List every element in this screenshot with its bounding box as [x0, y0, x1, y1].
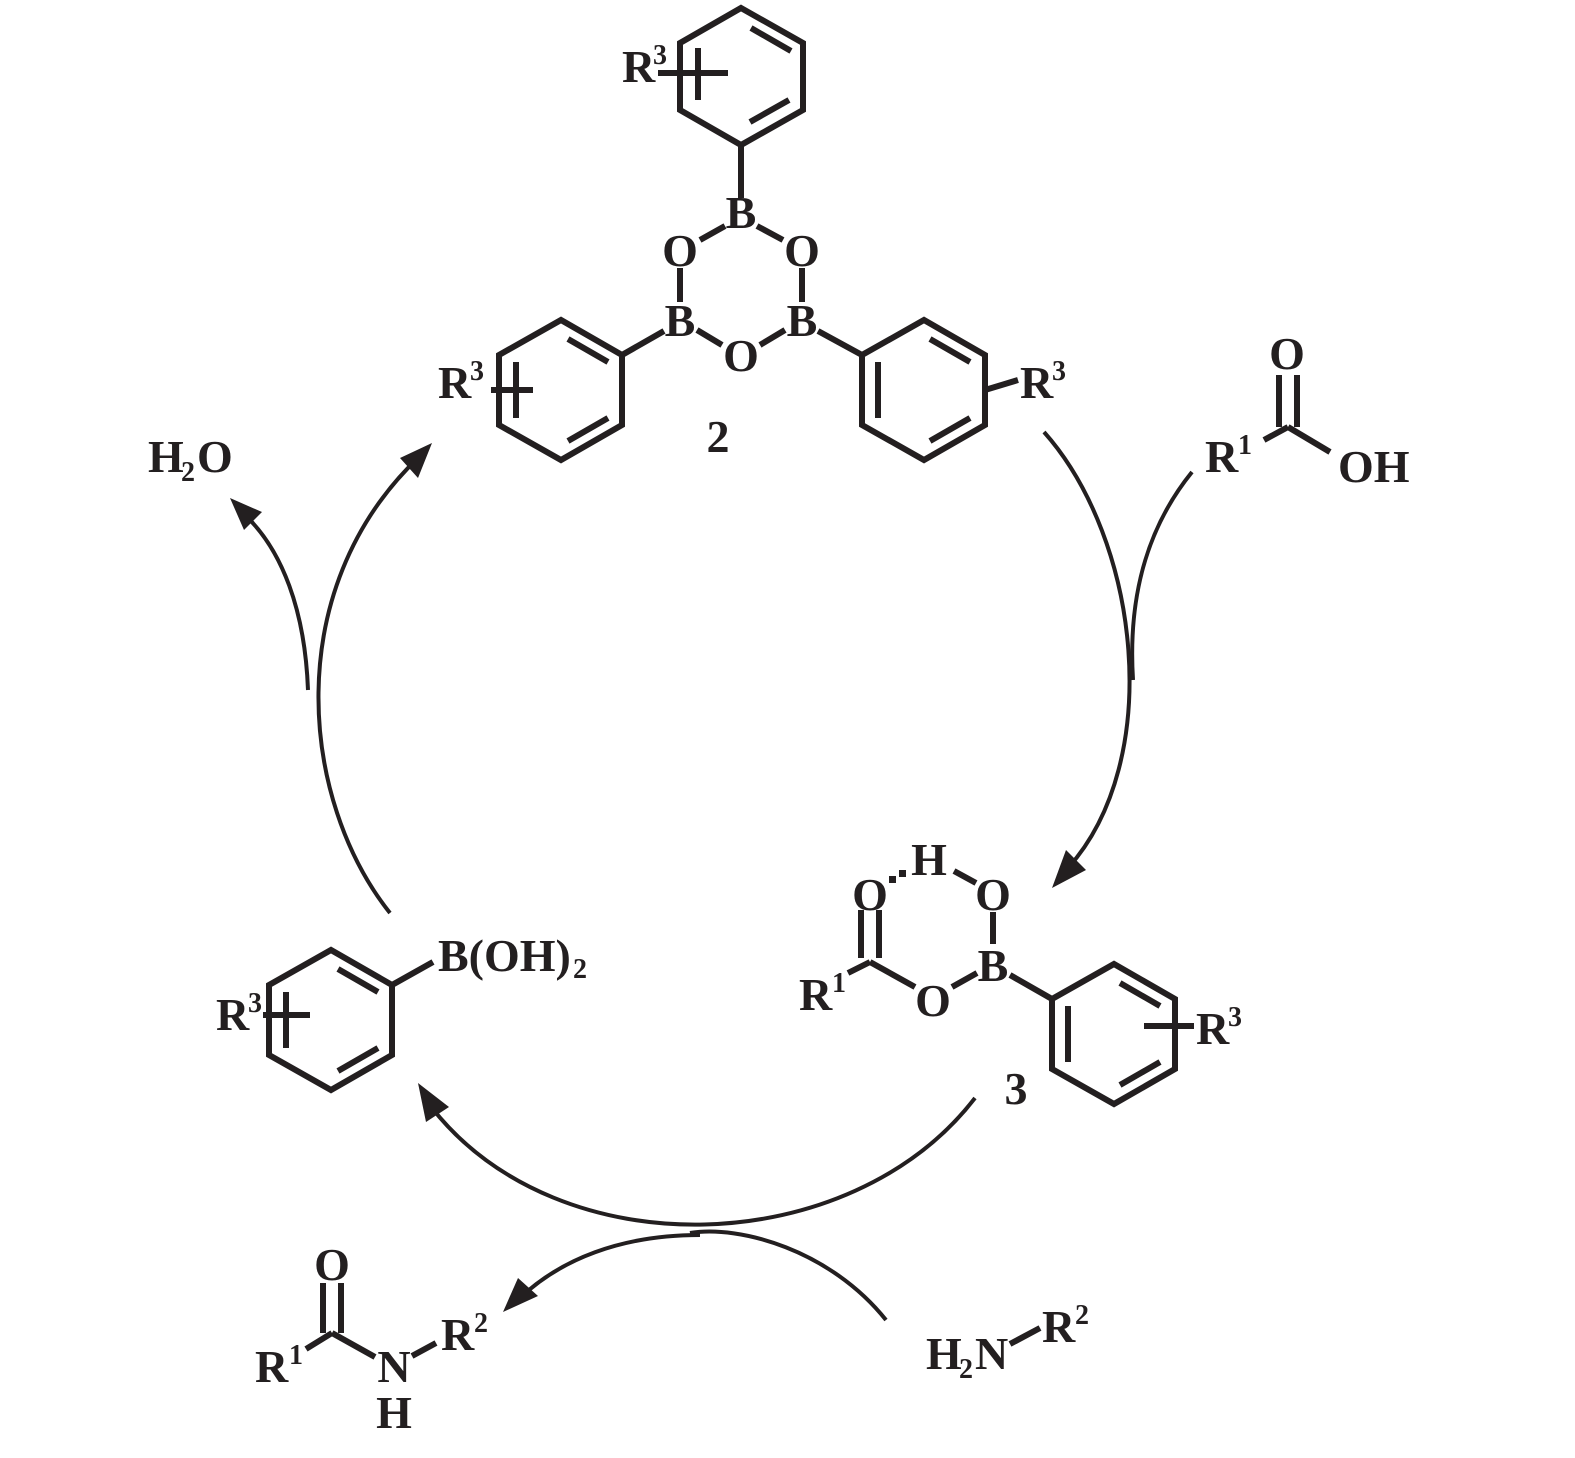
arrow-to-water-head [230, 498, 262, 530]
arrow-boronic-to-2 [316, 456, 420, 915]
r3-label-left: R [438, 357, 472, 408]
acid-r1-sup: 1 [1238, 430, 1252, 461]
b-oh2-label: B(OH) [438, 930, 571, 981]
int-r1-sup: 1 [832, 968, 846, 999]
compound-number-2: 2 [707, 411, 730, 462]
r3-label-right: R [1020, 357, 1054, 408]
arrow-to-water [243, 513, 310, 691]
int-h-label: H [911, 834, 947, 885]
int-r1-label: R [799, 969, 833, 1020]
int-hydroxyl-o-label: O [975, 869, 1011, 920]
amide-r2-sup: 2 [474, 1308, 488, 1339]
amide-r1-sup: 1 [289, 1340, 303, 1371]
amide-r2-label: R [441, 1309, 475, 1360]
arrow-3-to-boronic-head [418, 1083, 449, 1122]
boroxine-right-ring [859, 316, 1019, 464]
arrow-3-to-boronic [430, 1096, 977, 1227]
water-o-label: O [197, 431, 233, 482]
amine-r2-sup: 2 [1075, 1300, 1089, 1331]
amine-sub-2: 2 [959, 1354, 973, 1385]
arrow-2-to-3 [1042, 430, 1132, 870]
acid-r1-label: R [1205, 431, 1239, 482]
boroxine-top-ring [658, 4, 806, 149]
boron-label-left: B [665, 295, 696, 346]
amine-feed-curve [689, 1229, 888, 1322]
oxygen-label-left: O [662, 225, 698, 276]
boron-label-top: B [726, 187, 757, 238]
intermediate-3: H O O B O R 1 R 3 3 [799, 834, 1242, 1114]
arylboronic-acid: B(OH) 2 R 3 [216, 930, 587, 1094]
amide-nh-label: H [376, 1387, 412, 1438]
amine-h-label: H [926, 1328, 962, 1379]
water-sub-2: 2 [181, 457, 195, 488]
int-r3-sup: 3 [1228, 1002, 1242, 1033]
oxygen-label-bottom: O [723, 330, 759, 381]
boroxine-2: B O O B B O R 3 R 3 R 3 2 [438, 4, 1066, 464]
int-ester-o-label: O [915, 975, 951, 1026]
r3-label-top: R [622, 41, 656, 92]
amide-o-label: O [314, 1239, 350, 1290]
amide-r1-label: R [255, 1341, 289, 1392]
acid-feed-curve [1130, 470, 1194, 681]
oxygen-label-right: O [784, 225, 820, 276]
water-h-label: H [148, 431, 184, 482]
acid-oxygen-label: O [1269, 328, 1305, 379]
boronic-r3-sup: 3 [248, 988, 262, 1019]
arrow-to-amide-head [503, 1278, 538, 1312]
arrow-boronic-to-2-head [400, 443, 432, 478]
carboxylic-acid: O R 1 OH [1205, 328, 1410, 492]
r3-sup-left: 3 [470, 356, 484, 387]
boron-label-right: B [787, 295, 818, 346]
amine-r2-label: R [1042, 1301, 1076, 1352]
acid-oh-label: OH [1338, 441, 1410, 492]
amide-n-label: N [377, 1341, 410, 1392]
int-r3-label: R [1196, 1003, 1230, 1054]
water: H 2 O [148, 431, 233, 488]
int-carbonyl-o-label: O [852, 869, 888, 920]
compound-number-3: 3 [1005, 1063, 1028, 1114]
b-oh2-sub: 2 [573, 954, 587, 985]
r3-sup-right: 3 [1052, 356, 1066, 387]
amine: H 2 N R 2 [926, 1300, 1089, 1385]
amide-product: O R 1 N H R 2 [255, 1239, 488, 1438]
boronic-r3-label: R [216, 989, 250, 1040]
cycle-arrows [230, 430, 1194, 1322]
intermediate-ring [1049, 960, 1194, 1108]
r3-sup-top: 3 [653, 40, 667, 71]
amine-n-label: N [975, 1328, 1008, 1379]
arrow-to-amide [518, 1233, 701, 1300]
arrow-2-to-3-head [1052, 850, 1086, 888]
int-boron-label: B [978, 940, 1009, 991]
boroxine-left-ring [491, 316, 625, 464]
